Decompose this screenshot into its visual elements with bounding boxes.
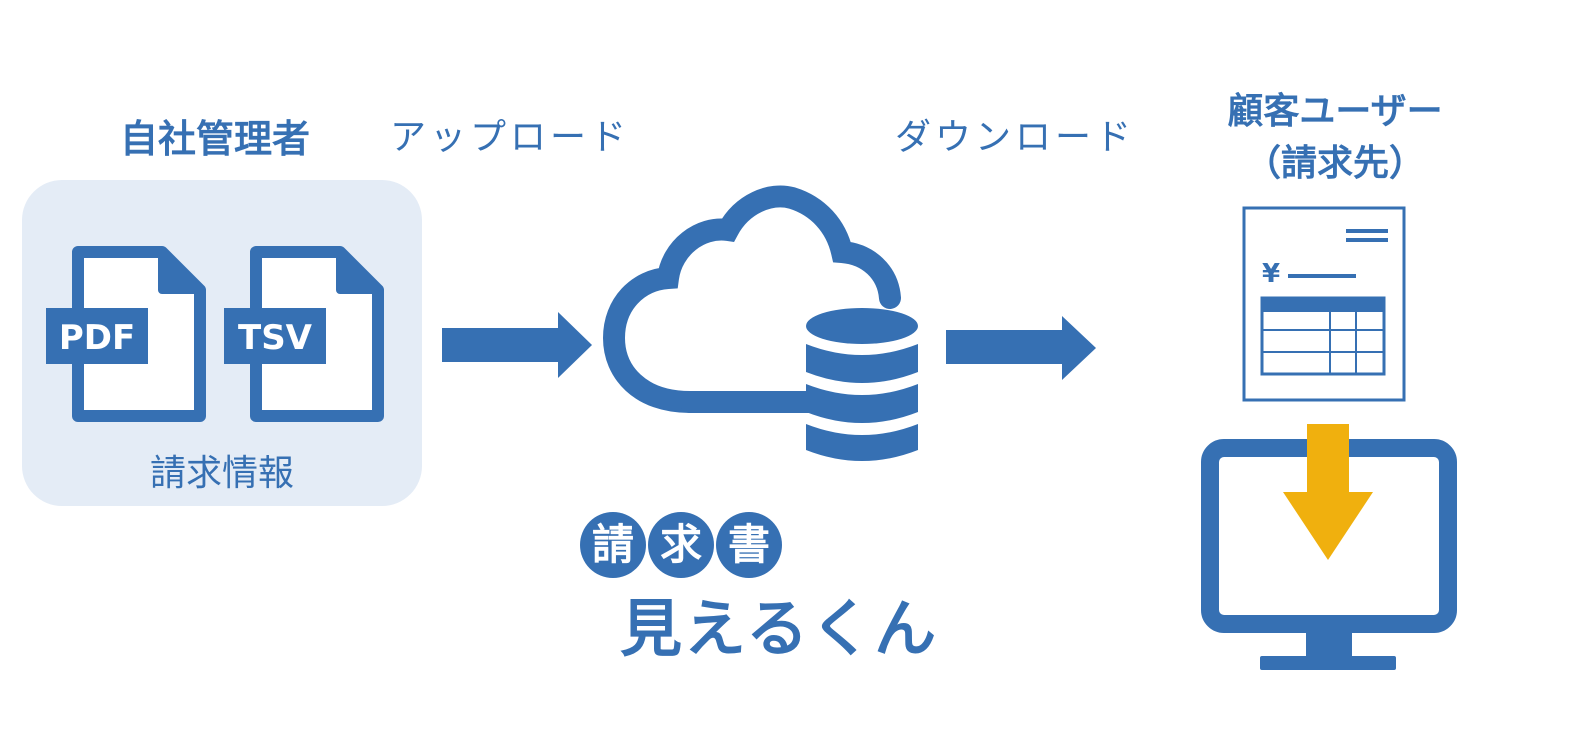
customer-label-line2: （請求先） (1244, 143, 1425, 184)
customer-label-line1: 顧客ユーザー (1227, 91, 1443, 132)
brand-char-1: 請 (580, 512, 646, 578)
tsv-file-icon: TSV (224, 246, 384, 422)
pdf-tag (46, 308, 148, 364)
invoice-currency: ¥ (1262, 259, 1280, 289)
download-arrow-icon (1283, 424, 1373, 560)
brand-logo-bottom: 見えるくん (620, 592, 939, 665)
arrow-right-icon (442, 312, 592, 378)
customer-label: 顧客ユーザー （請求先） (1190, 86, 1480, 190)
tsv-tag-text: TSV (238, 318, 313, 358)
download-label: ダウンロード (894, 117, 1135, 158)
billing-info-label: 請求情報 (149, 453, 294, 494)
admin-label: 自社管理者 (119, 117, 310, 161)
upload-label: アップロード (389, 117, 630, 158)
pdf-tag-text: PDF (59, 318, 135, 358)
tsv-tag (224, 308, 326, 364)
brand-char-3: 書 (716, 512, 782, 578)
database-icon (806, 308, 918, 461)
brand-char-2: 求 (648, 512, 714, 578)
cloud-icon (602, 185, 901, 413)
invoice-icon: ¥ (1242, 206, 1406, 402)
pdf-file-icon: PDF (46, 246, 206, 422)
arrow-right-icon (946, 316, 1096, 380)
brand-logo-top: 請 求 書 (580, 512, 782, 578)
